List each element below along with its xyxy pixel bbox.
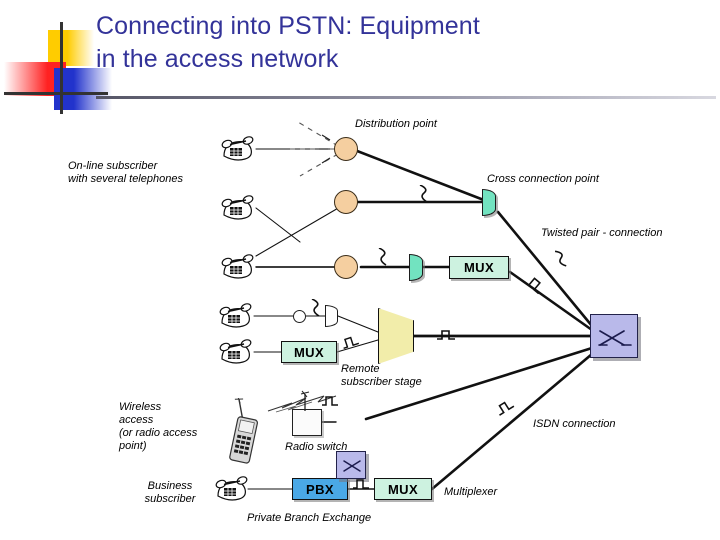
cross-connection-point-node — [409, 254, 423, 281]
digital-signal-icon — [351, 475, 373, 493]
title-divider — [96, 96, 716, 99]
label-cross-connection-point: Cross connection point — [487, 173, 599, 185]
distribution-point-node — [293, 310, 306, 323]
label-private-branch-exchange: Private Branch Exchange — [247, 512, 372, 524]
mux-box: MUX — [374, 478, 432, 500]
analog-signal-icon — [370, 248, 394, 266]
page-title: Connecting into PSTN: Equipment in the a… — [96, 12, 480, 73]
telephone-icon — [218, 252, 258, 282]
distribution-point-node — [334, 190, 358, 214]
label-multiplexer: Multiplexer — [444, 486, 498, 498]
telephone-icon — [212, 474, 252, 504]
cross-connection-point-node — [482, 189, 496, 216]
mux-box: MUX — [281, 341, 337, 363]
analog-signal-icon — [411, 185, 435, 203]
mux-label: MUX — [387, 481, 419, 497]
logo-horizontal-line — [4, 92, 108, 95]
digital-signal-icon — [524, 273, 548, 295]
base-station-antenna-icon — [298, 390, 316, 412]
local-exchange-switch — [590, 314, 638, 358]
radio-switch-box — [336, 451, 366, 479]
label-online-subscriber: On-line subscriber with several telephon… — [68, 160, 183, 185]
digital-signal-icon — [435, 326, 459, 344]
telephone-icon — [218, 134, 258, 164]
distribution-point-node — [334, 137, 358, 161]
digital-signal-icon — [494, 396, 518, 418]
pbx-box: PBX — [292, 478, 348, 500]
label-radio-switch: Radio switch — [285, 441, 348, 453]
logo-blue-square — [54, 68, 112, 110]
label-distribution-point: Distribution point — [355, 118, 437, 130]
powerpoint-decorative-logo — [4, 22, 112, 114]
digital-signal-icon — [320, 392, 342, 410]
mux-label: MUX — [463, 260, 495, 275]
logo-vertical-line — [60, 22, 63, 114]
telephone-icon — [216, 301, 256, 331]
pbx-label: PBX — [306, 481, 334, 497]
label-wireless-access: Wireless access (or radio access point) — [119, 401, 198, 452]
mobile-phone-icon — [214, 398, 282, 466]
label-isdn-connection: ISDN connection — [533, 418, 616, 430]
analog-signal-icon — [303, 299, 327, 317]
switch-x-icon — [598, 330, 632, 346]
label-business-subscriber: Business subscriber — [144, 480, 196, 505]
label-twisted-pair: Twisted pair - connection — [541, 227, 663, 239]
radio-wave-icon — [266, 394, 338, 420]
mux-box: MUX — [449, 256, 509, 279]
base-station-box — [292, 409, 322, 436]
mux-label: MUX — [293, 344, 325, 360]
telephone-icon — [218, 193, 258, 223]
logo-yellow-square — [48, 30, 94, 66]
access-network-diagram: On-line subscriber with several telephon… — [0, 104, 720, 540]
telephone-icon — [216, 337, 256, 367]
distribution-point-node — [334, 255, 358, 279]
digital-signal-icon — [340, 332, 362, 352]
analog-signal-icon — [549, 248, 573, 272]
label-remote-subscriber-stage: Remote subscriber stage — [341, 363, 422, 388]
connection-lines — [247, 121, 594, 491]
switch-x-icon — [343, 460, 361, 472]
